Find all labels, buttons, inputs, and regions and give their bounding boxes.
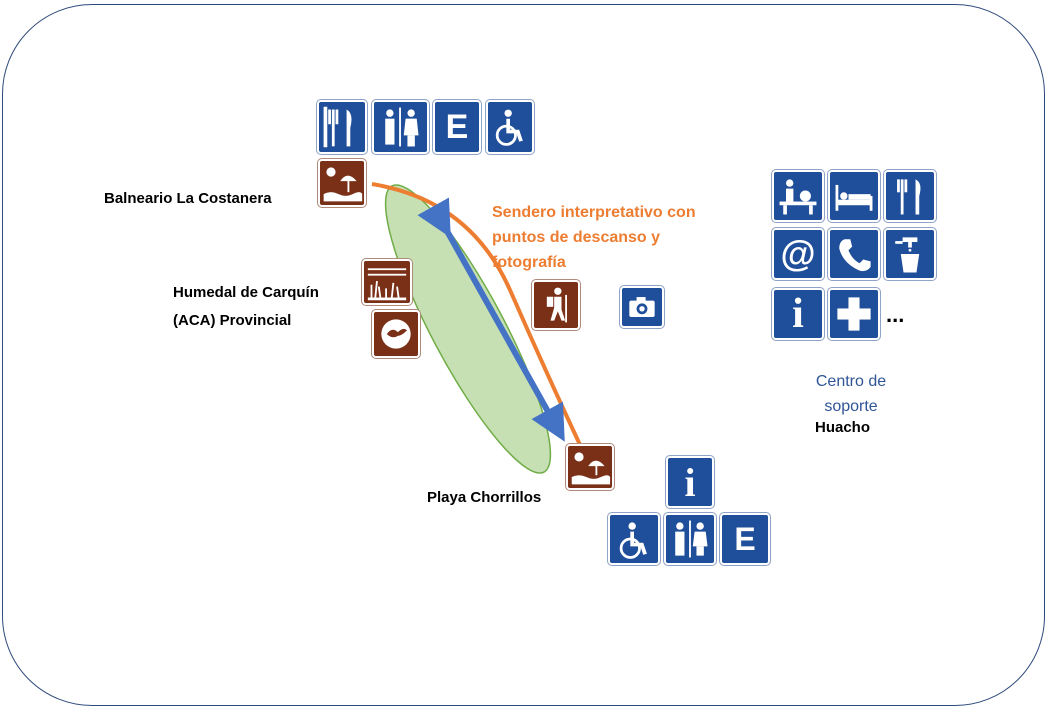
restaurant-sign (317, 100, 367, 154)
parking-icon: E (445, 107, 469, 146)
bird-icon (381, 319, 411, 349)
bird-sign (372, 310, 420, 358)
restroom-icon (675, 520, 708, 558)
playa-label: Playa Chorrillos (427, 489, 542, 506)
info-icon: i (792, 291, 804, 337)
email-sign: @ (772, 228, 824, 280)
accessible-sign-playa (608, 513, 660, 565)
wetland-icon (367, 268, 407, 301)
sendero-label-line3: fotografía (492, 254, 566, 271)
humedal-label-line1: Humedal de Carquín (173, 284, 319, 301)
phone-sign (828, 228, 880, 280)
beach-icon (571, 452, 611, 485)
parking-icon: E (734, 520, 756, 557)
hiking-icon (546, 287, 567, 323)
first-aid-sign (828, 288, 880, 340)
beach-icon (323, 167, 363, 202)
phone-icon (839, 239, 871, 272)
wetland-sign (362, 259, 412, 305)
beach-sign-playa (566, 444, 614, 490)
email-icon: @ (780, 233, 816, 274)
hiking-sign (532, 280, 580, 330)
parking-sign-playa: E (720, 513, 770, 565)
beach-sign-balneario (318, 159, 366, 207)
restroom-sign-playa (664, 513, 716, 565)
more-services-ellipsis: ... (886, 302, 905, 327)
restroom-sign (372, 100, 429, 154)
parking-sign: E (433, 100, 481, 154)
huacho-label: Huacho (815, 419, 871, 436)
sendero-label-line2: puntos de descanso y (492, 229, 661, 246)
accessible-icon (495, 109, 523, 146)
reception-icon (779, 179, 817, 215)
humedal-label-line2: (ACA) Provincial (173, 312, 292, 329)
restaurant-sign-centro (884, 170, 936, 222)
info-icon: i (684, 459, 696, 505)
trail-direction-arrow (417, 197, 565, 442)
centro-label-line2: soporte (824, 398, 878, 415)
info-sign-centro: i (772, 288, 824, 340)
restaurant-icon (897, 179, 921, 215)
centro-label-line1: Centro de (815, 373, 887, 390)
diagram-frame (2, 4, 1045, 706)
info-sign-playa: i (666, 456, 714, 508)
camera-icon (629, 297, 655, 317)
restaurant-icon (323, 106, 352, 148)
lodging-sign (828, 170, 880, 222)
balneario-label: Balneario La Costanera (104, 190, 272, 207)
accessible-icon (619, 522, 647, 559)
accessible-sign (486, 100, 534, 154)
reception-sign (772, 170, 824, 222)
lodging-icon (835, 184, 873, 211)
drinking-water-icon (895, 237, 920, 273)
restroom-icon (385, 107, 419, 147)
drinking-water-sign (884, 228, 936, 280)
first-aid-icon (837, 297, 871, 331)
sendero-label-line1: Sendero interpretativo con (492, 204, 696, 221)
camera-sign (620, 286, 664, 328)
